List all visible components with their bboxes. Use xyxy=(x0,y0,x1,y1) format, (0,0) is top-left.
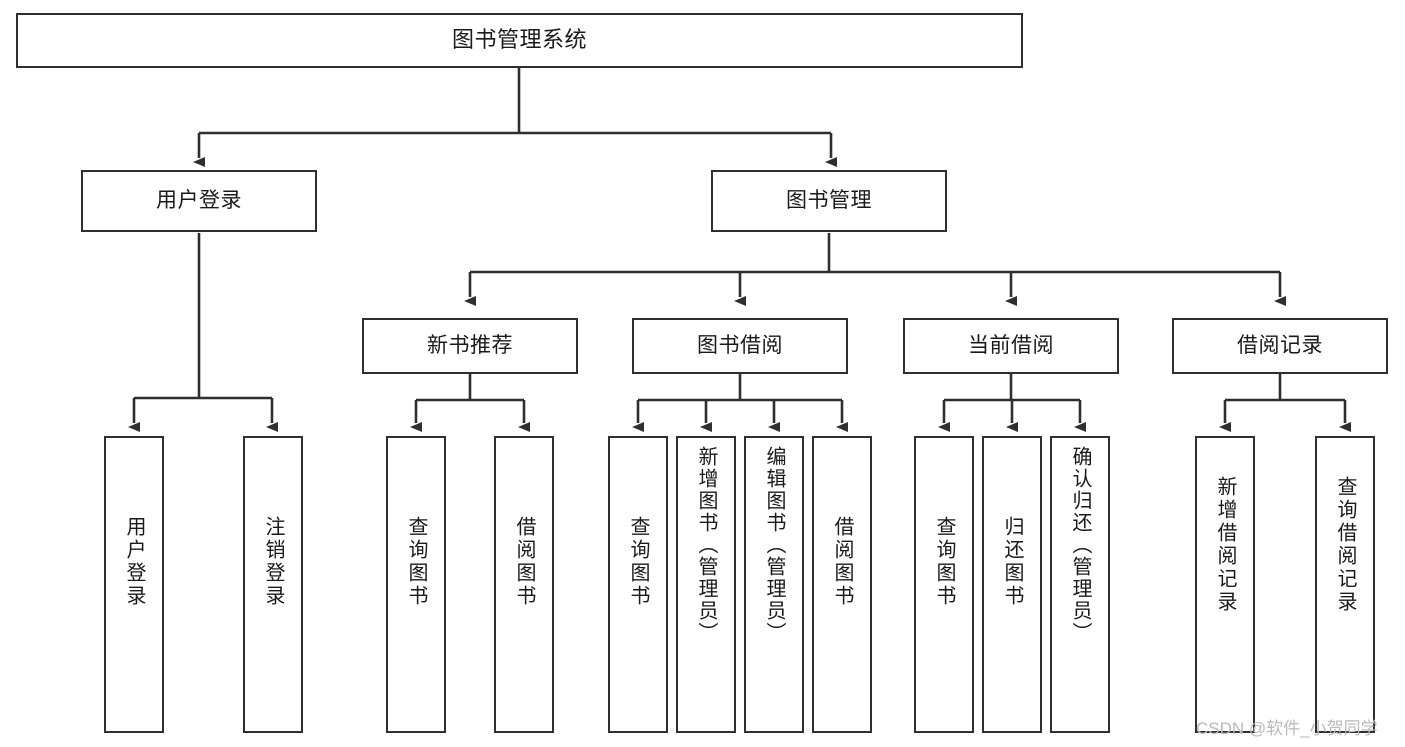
node-label: 新增图书（管理员） xyxy=(695,446,717,644)
node-borrow-record[interactable]: 借阅记录 xyxy=(1172,318,1388,374)
node-label: 借阅图书 xyxy=(831,516,853,608)
node-label: 新增借阅记录 xyxy=(1214,476,1236,614)
leaf-new-book-borrow[interactable]: 借阅图书 xyxy=(494,436,554,733)
node-label: 用户登录 xyxy=(156,189,242,213)
node-label: 注销登录 xyxy=(262,516,284,608)
node-label: 新书推荐 xyxy=(427,334,513,358)
node-current-borrow[interactable]: 当前借阅 xyxy=(903,318,1119,374)
leaf-current-borrow-confirm[interactable]: 确认归还（管理员） xyxy=(1050,436,1110,733)
node-label: 当前借阅 xyxy=(968,334,1054,358)
leaf-book-borrow-query[interactable]: 查询图书 xyxy=(608,436,668,733)
node-book-borrow[interactable]: 图书借阅 xyxy=(632,318,848,374)
node-label: 借阅记录 xyxy=(1237,334,1323,358)
node-new-book-recommend[interactable]: 新书推荐 xyxy=(362,318,578,374)
node-label: 图书管理系统 xyxy=(451,27,587,53)
leaf-current-borrow-return[interactable]: 归还图书 xyxy=(982,436,1042,733)
node-label: 查询图书 xyxy=(627,516,649,608)
node-label: 查询图书 xyxy=(933,516,955,608)
leaf-current-borrow-query[interactable]: 查询图书 xyxy=(914,436,974,733)
leaf-borrow-record-add[interactable]: 新增借阅记录 xyxy=(1195,436,1255,733)
node-user-login[interactable]: 用户登录 xyxy=(81,170,317,232)
node-label: 图书借阅 xyxy=(697,334,783,358)
node-label: 归还图书 xyxy=(1001,516,1023,608)
leaf-borrow-record-query[interactable]: 查询借阅记录 xyxy=(1315,436,1375,733)
node-label: 借阅图书 xyxy=(513,516,535,608)
node-label: 查询图书 xyxy=(405,516,427,608)
node-label: 图书管理 xyxy=(786,189,872,213)
leaf-book-borrow-add[interactable]: 新增图书（管理员） xyxy=(676,436,736,733)
leaf-new-book-query[interactable]: 查询图书 xyxy=(386,436,446,733)
node-label: 用户登录 xyxy=(123,516,145,608)
node-label: 确认归还（管理员） xyxy=(1069,446,1091,644)
leaf-book-borrow-borrow[interactable]: 借阅图书 xyxy=(812,436,872,733)
leaf-user-login-logout[interactable]: 注销登录 xyxy=(243,436,303,733)
node-label: 查询借阅记录 xyxy=(1334,476,1356,614)
watermark-text: CSDN @软件_小贺同学 xyxy=(1196,719,1378,738)
node-book-management[interactable]: 图书管理 xyxy=(711,170,947,232)
leaf-book-borrow-edit[interactable]: 编辑图书（管理员） xyxy=(744,436,804,733)
node-root-system[interactable]: 图书管理系统 xyxy=(16,13,1023,68)
node-label: 编辑图书（管理员） xyxy=(763,446,785,644)
leaf-user-login-login[interactable]: 用户登录 xyxy=(104,436,164,733)
